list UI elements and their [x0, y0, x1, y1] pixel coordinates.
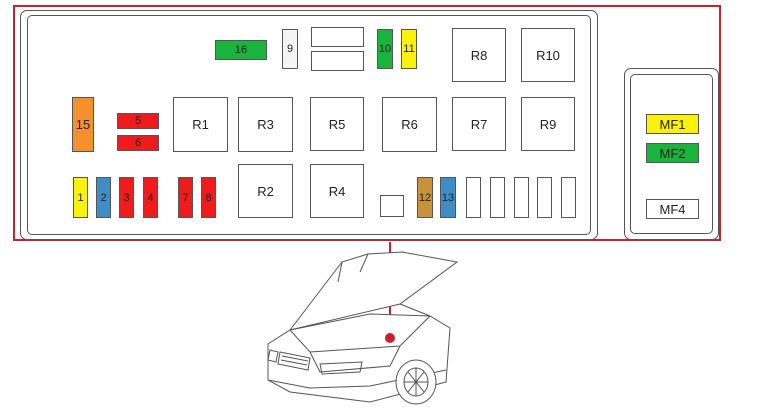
maxi-fuse-panel-inner	[630, 74, 713, 234]
fuse-15[interactable]: 15	[72, 97, 94, 152]
fuse-3[interactable]: 3	[119, 177, 134, 218]
fuse-9[interactable]: 9	[282, 29, 298, 69]
relay-r9[interactable]: R9	[521, 97, 575, 151]
empty-fuse-slot	[490, 177, 505, 218]
fuse-7[interactable]: 7	[178, 177, 193, 218]
relay-r3[interactable]: R3	[238, 97, 293, 152]
relay-r8[interactable]: R8	[452, 28, 506, 82]
car-hood-open-icon	[267, 242, 459, 405]
empty-fuse-slot	[561, 177, 576, 218]
fuse-5[interactable]: 5	[117, 113, 159, 129]
relay-r7[interactable]: R7	[452, 97, 506, 151]
empty-fuse-slot	[537, 177, 552, 218]
fuse-2[interactable]: 2	[96, 177, 111, 218]
empty-slot-small	[380, 195, 404, 217]
relay-r4[interactable]: R4	[310, 164, 364, 218]
relay-r5[interactable]: R5	[310, 97, 364, 151]
maxi-fuse-mf4[interactable]: MF4	[646, 199, 699, 219]
fuse-12[interactable]: 12	[417, 177, 433, 218]
fuse-6[interactable]: 6	[117, 135, 159, 151]
fuse-1[interactable]: 1	[73, 177, 88, 218]
relay-r6[interactable]: R6	[382, 97, 437, 152]
fuse-11[interactable]: 11	[401, 29, 417, 69]
main-fuse-panel-inner	[27, 15, 591, 235]
maxi-fuse-mf2[interactable]: MF2	[646, 143, 699, 163]
fuse-10[interactable]: 10	[377, 29, 393, 69]
maxi-fuse-mf1[interactable]: MF1	[646, 114, 699, 134]
empty-slot-bottom	[311, 51, 364, 71]
fuse-8[interactable]: 8	[201, 177, 216, 218]
fuse-4[interactable]: 4	[143, 177, 158, 218]
relay-r1[interactable]: R1	[173, 97, 228, 152]
relay-r2[interactable]: R2	[238, 164, 293, 218]
empty-fuse-slot	[466, 177, 481, 218]
fuse-box-highlight-frame	[13, 5, 721, 241]
empty-slot-top	[311, 27, 364, 47]
fuse-16[interactable]: 16	[215, 40, 267, 60]
empty-fuse-slot	[514, 177, 529, 218]
relay-r10[interactable]: R10	[521, 28, 575, 82]
fuse-13[interactable]: 13	[440, 177, 456, 218]
